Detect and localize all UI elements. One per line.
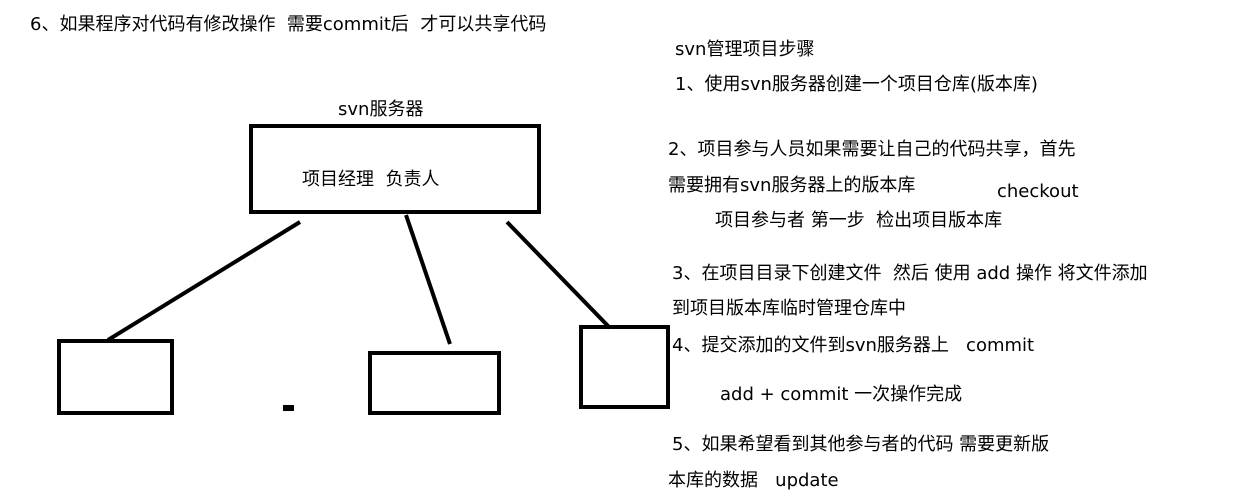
client-box-3 [579,325,670,409]
dot-mark [283,405,294,411]
step-3-line-2: 到项目版本库临时管理仓库中 [672,298,906,319]
server-label: svn服务器 [338,99,424,120]
step-1: 1、使用svn服务器创建一个项目仓库(版本库) [675,74,1038,95]
step-5-line-2: 本库的数据 update [668,470,839,491]
step-4: 4、提交添加的文件到svn服务器上 commit [672,335,1035,356]
step-5-line-1: 5、如果希望看到其他参与者的代码 需要更新版 [672,434,1050,455]
step-3-line-1: 3、在项目目录下创建文件 然后 使用 add 操作 将文件添加 [672,263,1148,284]
top-note: 6、如果程序对代码有修改操作 需要commit后 才可以共享代码 [30,14,547,35]
step-2-line-1: 2、项目参与人员如果需要让自己的代码共享，首先 [668,139,1076,160]
step-2-command: checkout [997,181,1079,202]
client-box-2 [368,351,501,415]
server-box-text: 项目经理 负责人 [302,169,440,190]
steps-title: svn管理项目步骤 [675,39,815,60]
connector-2 [404,214,452,345]
connector-1 [106,220,302,342]
server-box [249,124,541,214]
client-box-1 [57,339,174,415]
step-2-line-3: 项目参与者 第一步 检出项目版本库 [715,210,1003,231]
step-2-line-2: 需要拥有svn服务器上的版本库 [668,175,916,196]
step-4-note: add + commit 一次操作完成 [720,384,963,405]
connector-3 [505,220,612,330]
